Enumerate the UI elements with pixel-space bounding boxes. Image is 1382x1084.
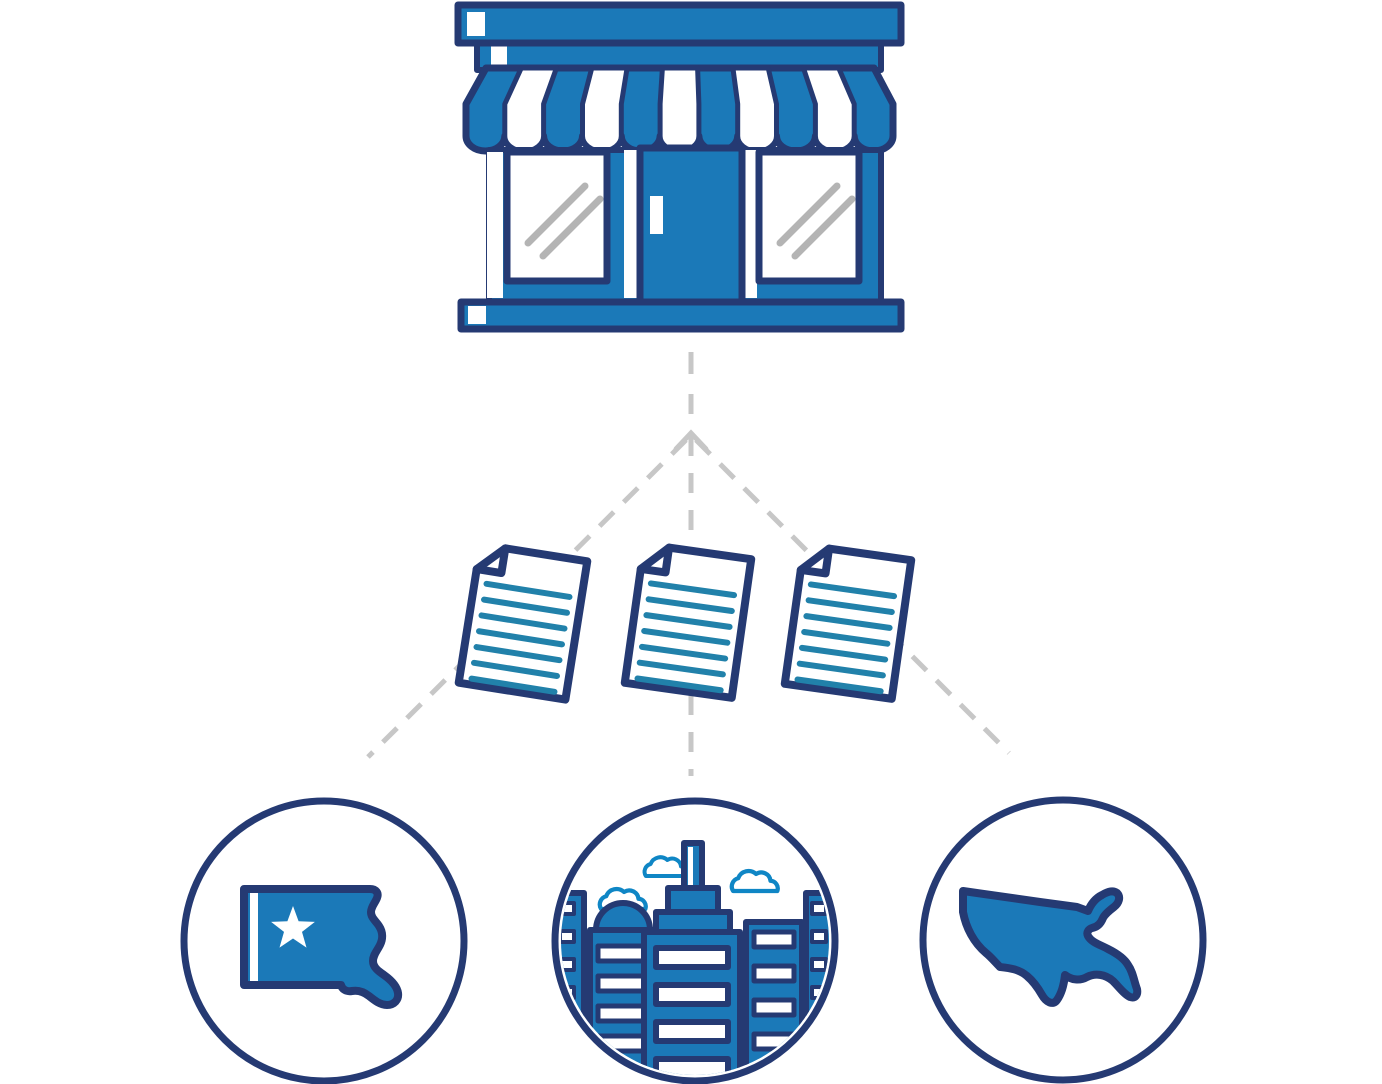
store-base	[457, 298, 905, 333]
building-central-tower	[641, 840, 743, 1075]
window-band	[653, 945, 731, 970]
wall-highlight-door-right	[743, 150, 757, 298]
window-band	[595, 973, 651, 994]
state-flag-icon	[240, 885, 403, 1009]
awning-stripe	[657, 65, 702, 154]
window	[561, 929, 576, 944]
window	[561, 1013, 576, 1028]
tower-antenna-highlight	[688, 847, 693, 889]
window-band	[653, 1019, 731, 1044]
window-band	[653, 982, 731, 1007]
store-base-highlight	[468, 306, 486, 324]
wall-highlight-door-left	[624, 150, 639, 298]
window	[561, 1041, 576, 1056]
region-circle-country	[919, 796, 1207, 1084]
window-reflection	[539, 195, 604, 260]
window-reflection	[524, 182, 589, 247]
state-flag-stripe	[250, 893, 258, 981]
window	[561, 957, 576, 972]
awning-stripe	[730, 65, 779, 154]
window-band	[595, 1003, 651, 1024]
window-band	[751, 997, 797, 1018]
window-band	[751, 929, 797, 950]
window-reflection	[791, 195, 856, 260]
window	[561, 901, 576, 916]
window	[810, 929, 828, 944]
region-circle-state	[180, 797, 468, 1084]
document-icon-1	[459, 544, 588, 699]
store-cornice	[454, 1, 905, 47]
dome-roof	[593, 900, 653, 933]
store-door-handle	[650, 196, 663, 234]
city-skyline-icon	[561, 840, 829, 1075]
star-icon	[271, 906, 315, 948]
window-band	[751, 963, 797, 984]
usa-map-icon	[959, 887, 1142, 1007]
store-cornice-highlight	[467, 12, 485, 36]
window-band	[653, 1056, 731, 1075]
wall-highlight-left	[487, 152, 503, 298]
store-fascia-highlight	[491, 46, 507, 67]
storefront-icon	[454, 1, 905, 333]
window-band	[595, 943, 651, 964]
window-band	[751, 1065, 797, 1075]
connector-to-state	[366, 438, 688, 759]
window	[810, 901, 828, 916]
city-circle-outline	[551, 797, 839, 1084]
window	[810, 957, 828, 972]
document-icon-2	[625, 544, 751, 698]
document-icons	[459, 544, 912, 699]
document-icon-3	[785, 545, 911, 699]
awning-stripe	[580, 65, 630, 154]
window-reflection	[776, 182, 841, 247]
region-circle-city	[551, 797, 839, 1084]
window	[810, 1041, 828, 1056]
